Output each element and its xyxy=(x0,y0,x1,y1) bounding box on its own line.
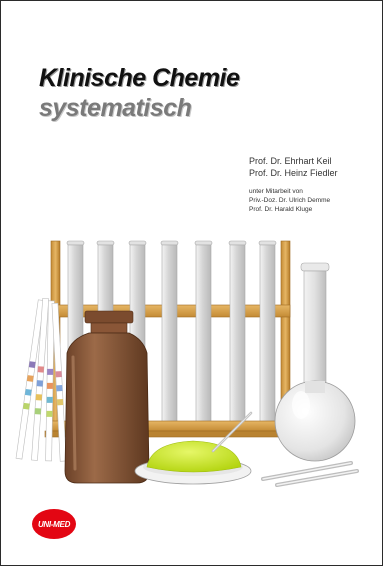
collaborator-name: Priv.-Doz. Dr. Ulrich Demme xyxy=(249,197,331,204)
title-line-1: Klinische Chemie xyxy=(39,64,240,92)
author-block: Prof. Dr. Ehrhart Keil Prof. Dr. Heinz F… xyxy=(249,155,338,214)
collaborator-name: Prof. Dr. Harald Kluge xyxy=(249,206,313,213)
book-title: Klinische Chemie systematisch xyxy=(39,63,240,123)
author-name: Prof. Dr. Heinz Fiedler xyxy=(249,168,338,178)
collaboration-label: unter Mitarbeit von xyxy=(249,188,303,195)
author-name: Prof. Dr. Ehrhart Keil xyxy=(249,156,332,166)
title-line-2: systematisch xyxy=(39,94,192,122)
publisher-logo-text: UNI-MED xyxy=(37,519,71,529)
publisher-logo: UNI-MED xyxy=(32,509,76,539)
